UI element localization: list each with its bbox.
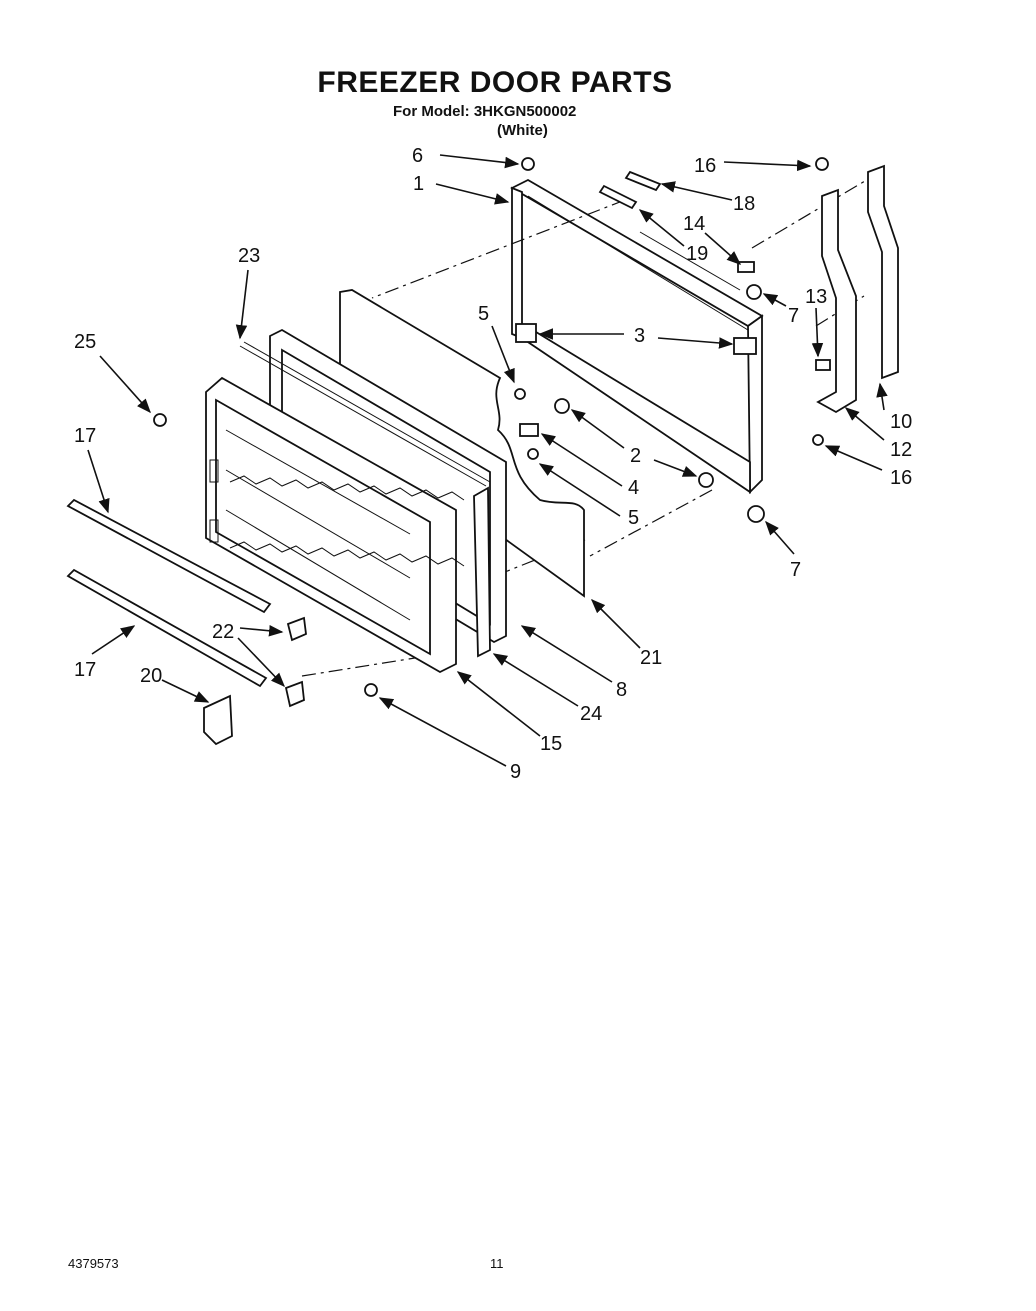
page-number: 11	[490, 1256, 504, 1271]
callout-17b: 17	[74, 659, 96, 681]
callout-12: 12	[890, 439, 912, 461]
callout-9: 9	[510, 761, 521, 783]
callout-5b: 5	[628, 507, 639, 529]
labels	[598, 170, 662, 210]
callout-7b: 7	[790, 559, 801, 581]
door-liner	[205, 376, 465, 674]
door-frame	[510, 178, 764, 495]
callout-19: 19	[686, 243, 708, 265]
callout-17: 17	[74, 425, 96, 447]
callout-25: 25	[74, 331, 96, 353]
callout-6: 6	[412, 145, 423, 167]
hardware	[153, 157, 831, 697]
callout-7: 7	[788, 305, 799, 327]
leader-lines	[87, 154, 888, 767]
callout-5: 5	[478, 303, 489, 325]
page-title: FREEZER DOOR PARTS	[317, 66, 673, 99]
callout-21: 21	[640, 647, 662, 669]
callout-16: 16	[694, 155, 716, 177]
document-number: 4379573	[68, 1256, 119, 1271]
callout-16b: 16	[890, 467, 912, 489]
callout-24: 24	[580, 703, 602, 725]
shelf-bars	[66, 498, 272, 688]
callout-1: 1	[413, 173, 424, 195]
shelf-end-caps	[284, 616, 307, 708]
callout-22: 22	[212, 621, 234, 643]
callout-10: 10	[890, 411, 912, 433]
callout-20: 20	[140, 665, 162, 687]
hinge-bracket	[816, 164, 899, 414]
callout-8: 8	[616, 679, 627, 701]
model-number: For Model: 3HKGN500002	[393, 103, 577, 120]
callout-numbers: 6 1 16 18 14 19 23 13 7 5 3 25 10 17 12 …	[74, 145, 912, 783]
color-variant: (White)	[497, 122, 548, 139]
callout-13: 13	[805, 286, 827, 308]
callout-4: 4	[628, 477, 639, 499]
callout-3: 3	[634, 325, 645, 347]
callout-23: 23	[238, 245, 260, 267]
callout-14: 14	[683, 213, 705, 235]
callout-15: 15	[540, 733, 562, 755]
callout-18: 18	[733, 193, 755, 215]
bracket	[203, 694, 233, 746]
shelf-ribs	[229, 475, 465, 567]
trim-strip	[473, 486, 491, 658]
callout-2: 2	[630, 445, 641, 467]
